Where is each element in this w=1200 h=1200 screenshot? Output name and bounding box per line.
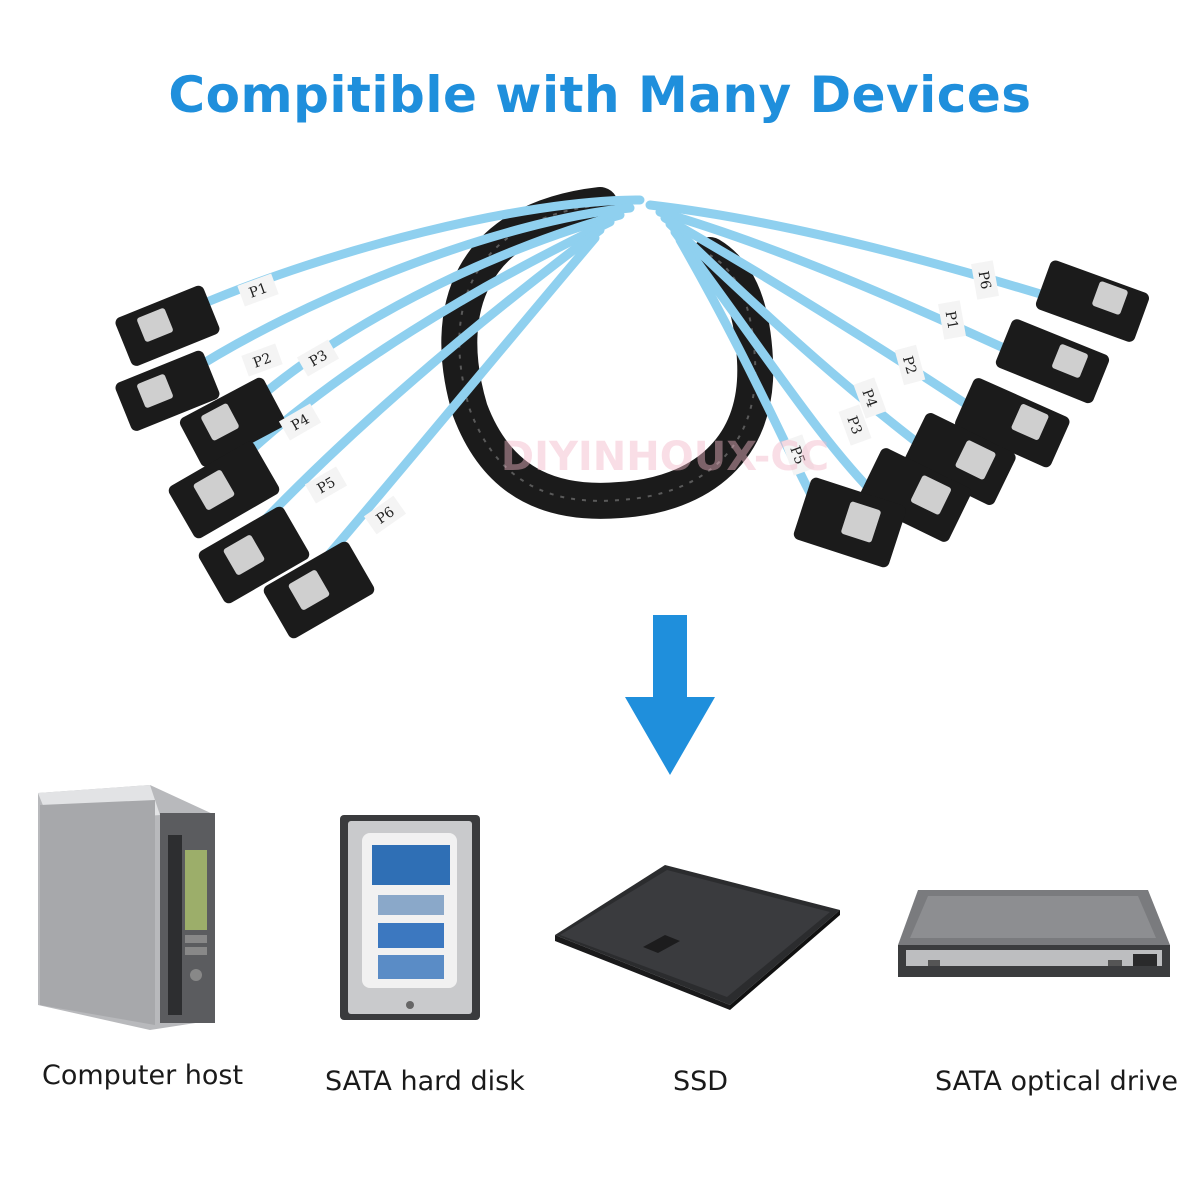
port-tag: P4 bbox=[858, 387, 879, 410]
port-tag: P2 bbox=[251, 350, 274, 371]
device-label-sata-hard-disk: SATA hard disk bbox=[325, 1066, 525, 1097]
device-label-ssd: SSD bbox=[673, 1066, 729, 1097]
left-port-tags: P1 P2 P3 P4 P5 P6 bbox=[237, 273, 407, 535]
device-label-sata-optical-drive: SATA optical drive bbox=[935, 1066, 1179, 1097]
port-tag: P4 bbox=[289, 411, 313, 434]
right-port-tags: P6 P1 P2 P4 P3 P5 bbox=[781, 260, 999, 476]
port-tag: P5 bbox=[786, 444, 807, 467]
arrow-down-icon bbox=[625, 615, 715, 775]
computer-host-icon bbox=[38, 785, 215, 1030]
page-title: Compitible with Many Devices bbox=[168, 66, 1032, 124]
port-tag: P1 bbox=[942, 310, 961, 331]
port-tag: P1 bbox=[247, 280, 270, 301]
port-tag: P3 bbox=[307, 347, 331, 370]
port-tag: P2 bbox=[899, 354, 919, 376]
left-cables bbox=[180, 195, 645, 570]
hard-disk-icon bbox=[340, 815, 480, 1020]
sata-cable-image: P1 P2 P3 P4 P5 P6 P6 P1 P2 P4 P3 P5 DIYI… bbox=[115, 187, 1150, 639]
ssd-icon bbox=[555, 865, 840, 1010]
device-label-computer-host: Computer host bbox=[42, 1060, 244, 1091]
port-tag: P3 bbox=[843, 414, 864, 437]
port-tag: P5 bbox=[315, 474, 339, 497]
watermark: DIYINHOUX-CC bbox=[501, 434, 829, 480]
port-tag: P6 bbox=[975, 270, 994, 291]
optical-drive-icon bbox=[898, 890, 1170, 977]
